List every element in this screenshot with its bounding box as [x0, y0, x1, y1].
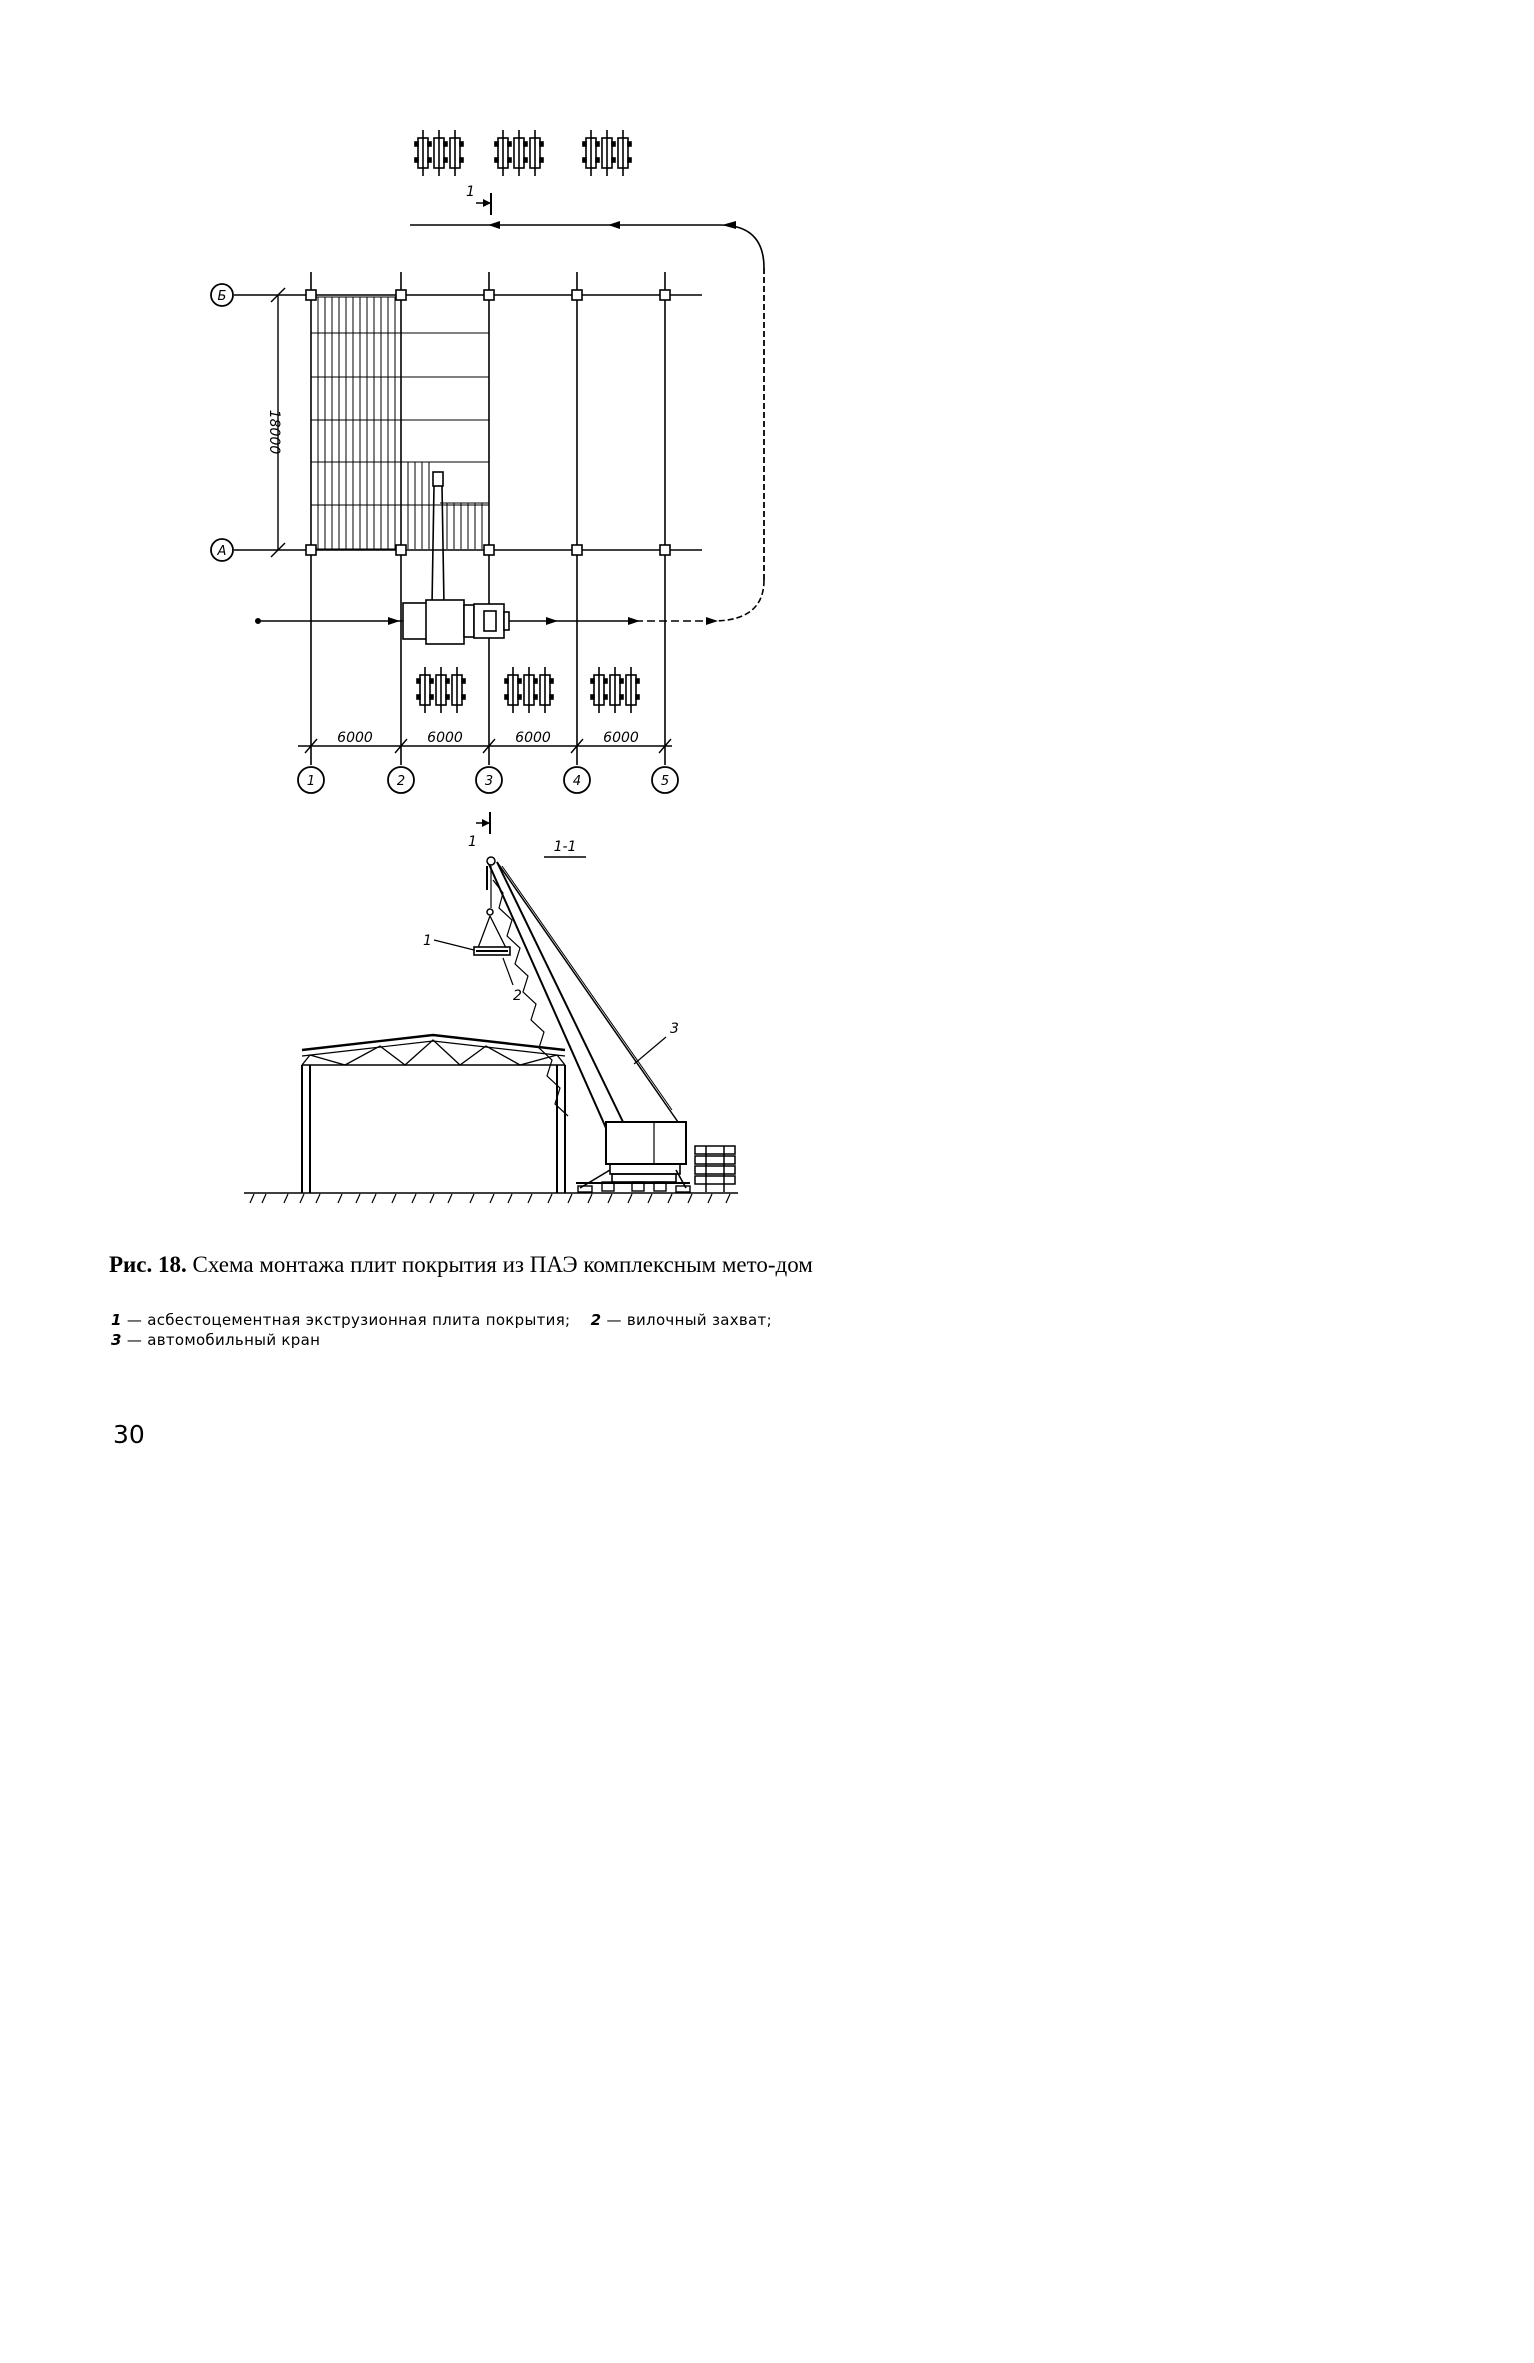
- legend-num-2: 2: [590, 1311, 602, 1329]
- bay-width-1: 6000: [337, 730, 373, 746]
- ground-line: [244, 1192, 738, 1204]
- row-marker-b: Б: [210, 283, 234, 307]
- callout-label-3: 3: [670, 1021, 679, 1037]
- bottom-storage-stacks: [416, 666, 640, 714]
- figure-legend: 1 — асбестоцементная экструзионная плита…: [111, 1310, 911, 1350]
- callout-label-2: 2: [513, 988, 522, 1004]
- legend-num-1: 1: [111, 1311, 122, 1329]
- legend-text-2: — вилочный захват;: [606, 1311, 772, 1329]
- page-number: 30: [113, 1420, 145, 1449]
- axis-label-3: 3: [485, 774, 493, 789]
- span-dimension: 18000: [266, 287, 286, 558]
- section-mark-top: 1: [466, 184, 492, 215]
- section-view: 1-1: [244, 839, 738, 1204]
- callout-grab: 2: [502, 957, 522, 1004]
- callout-crane: 3: [633, 1021, 679, 1065]
- figure-title: Схема монтажа плит покрытия из ПАЭ компл…: [192, 1252, 813, 1277]
- section-mark-label-bottom: 1: [468, 834, 477, 850]
- axis-label-4: 4: [573, 774, 581, 789]
- top-storage-stacks: [414, 129, 632, 177]
- bay-width-4: 6000: [603, 730, 639, 746]
- crane-route: [255, 221, 765, 625]
- columns: [305, 289, 671, 556]
- grid-axes: [310, 272, 666, 765]
- legend-text-3: — автомобильный кран: [126, 1331, 321, 1349]
- axis-label-5: 5: [661, 774, 669, 789]
- section-title: 1-1: [554, 839, 577, 855]
- callout-label-1: 1: [423, 933, 432, 949]
- span-length-label: 18000: [266, 410, 282, 455]
- axis-label-1: 1: [307, 774, 315, 789]
- row-label-b: Б: [218, 289, 227, 304]
- legend-text-1: — асбестоцементная экструзионная плита п…: [126, 1311, 571, 1329]
- building-frame: [301, 1033, 566, 1193]
- installed-roof-slabs: [310, 296, 489, 550]
- section-mark-bottom: 1: [468, 812, 491, 850]
- section-mark-label-top: 1: [466, 184, 475, 200]
- installation-diagram: 1: [210, 129, 765, 1204]
- figure-number: Рис. 18.: [109, 1252, 187, 1277]
- row-marker-a: А: [210, 538, 234, 562]
- callout-slab: 1: [423, 933, 475, 951]
- crane-section: [473, 856, 691, 1193]
- slab-stack-section: [694, 1145, 736, 1192]
- axis-label-2: 2: [397, 774, 405, 789]
- bay-width-3: 6000: [515, 730, 551, 746]
- axis-markers: 1 2 3 4 5: [297, 766, 679, 794]
- figure-caption: Рис. 18. Схема монтажа плит покрытия из …: [109, 1251, 909, 1278]
- bay-dimensions: 6000 6000 6000 6000: [298, 730, 672, 754]
- crane-plan: [402, 471, 510, 645]
- plan-view: 1: [210, 129, 765, 850]
- legend-num-3: 3: [111, 1331, 122, 1349]
- row-label-a: А: [217, 544, 227, 559]
- document-page: 1: [0, 0, 1024, 1577]
- bay-width-2: 6000: [427, 730, 463, 746]
